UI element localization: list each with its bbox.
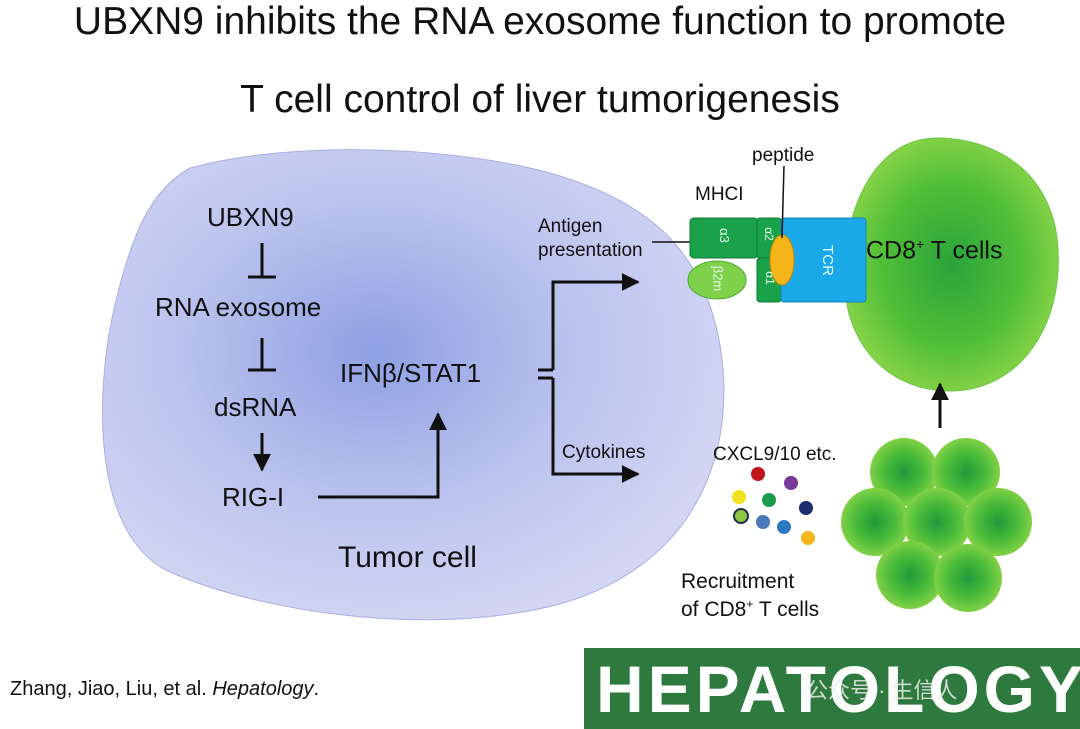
chemokine-dot bbox=[762, 493, 776, 507]
label-cytokines: Cytokines bbox=[562, 442, 646, 463]
journal-logo-text: HEPATOLOGY bbox=[596, 652, 1080, 726]
tumor-cell-body bbox=[102, 149, 725, 621]
chemokine-dot bbox=[756, 515, 770, 529]
recruitment-cd8-text: of CD8 bbox=[681, 598, 747, 621]
label-chemokines: CXCL9/10 etc. bbox=[713, 444, 837, 465]
title-line-2: T cell control of liver tumorigenesis bbox=[240, 78, 840, 121]
label-recruitment-2: of CD8+ T cells bbox=[681, 597, 819, 622]
label-ubxn9: UBXN9 bbox=[207, 202, 294, 232]
chemokine-dot bbox=[801, 531, 815, 545]
title-line-1: UBXN9 inhibits the RNA exosome function … bbox=[73, 0, 1007, 43]
label-rna-exosome: RNA exosome bbox=[155, 292, 322, 322]
cd8-text: CD8 bbox=[866, 236, 917, 265]
chemokine-dot bbox=[777, 520, 791, 534]
small-t-cell bbox=[903, 488, 971, 556]
label-tcr: TCR bbox=[818, 245, 836, 276]
arrow-rigi-ifnb bbox=[318, 412, 447, 499]
chemokine-dot bbox=[799, 501, 813, 515]
label-recruitment-1: Recruitment bbox=[681, 570, 795, 593]
small-t-cell bbox=[841, 488, 909, 556]
recruitment-superscript: + bbox=[746, 597, 754, 611]
chemokine-dot bbox=[751, 467, 765, 481]
small-t-cell bbox=[870, 438, 938, 506]
chemokine-dot bbox=[732, 490, 746, 504]
label-alpha1: α1 bbox=[762, 271, 777, 285]
t-cell-cluster bbox=[841, 438, 1032, 612]
watermark: 公众号 · 生信人 bbox=[806, 678, 958, 703]
branch-bracket bbox=[538, 273, 640, 483]
peptide-pointer-line bbox=[781, 165, 785, 239]
label-alpha2: α2 bbox=[761, 227, 776, 241]
label-beta2m: β2m bbox=[710, 265, 726, 292]
label-alpha3: α3 bbox=[716, 228, 732, 243]
label-presentation: presentation bbox=[538, 240, 643, 261]
citation-authors: Zhang, Jiao, Liu, et al. bbox=[10, 678, 213, 700]
small-t-cell bbox=[932, 438, 1000, 506]
label-cd8-t-cells: CD8+ T cells bbox=[866, 236, 1002, 265]
cd8-superscript: + bbox=[916, 236, 925, 252]
label-antigen: Antigen bbox=[538, 216, 603, 237]
inhibition-exosome-dsrna bbox=[248, 338, 276, 372]
cd8-t-cell bbox=[843, 137, 1059, 392]
label-dsrna: dsRNA bbox=[214, 392, 297, 422]
small-t-cell bbox=[934, 544, 1002, 612]
label-tumor-cell: Tumor cell bbox=[338, 541, 477, 574]
inhibition-ubxn9-exosome bbox=[248, 243, 276, 279]
label-rig-i: RIG-I bbox=[222, 482, 285, 512]
recruitment-t-cells-text: T cells bbox=[753, 598, 820, 621]
chemokine-dot bbox=[733, 508, 749, 524]
citation-end: . bbox=[313, 678, 320, 700]
label-peptide: peptide bbox=[752, 145, 815, 166]
citation: Zhang, Jiao, Liu, et al. Hepatology. bbox=[10, 678, 319, 701]
mhc-beta2m bbox=[687, 260, 747, 300]
t-cells-text: T cells bbox=[924, 236, 1003, 265]
label-ifnb-stat1: IFNβ/STAT1 bbox=[340, 358, 482, 388]
journal-logo: HEPATOLOGY bbox=[584, 648, 1080, 729]
chemokine-dot bbox=[784, 476, 798, 490]
citation-journal: Hepatology bbox=[212, 678, 314, 700]
small-t-cell bbox=[964, 488, 1032, 556]
small-t-cell bbox=[876, 541, 944, 609]
label-mhci: MHCI bbox=[695, 184, 744, 205]
chemokine-dots bbox=[732, 467, 815, 545]
